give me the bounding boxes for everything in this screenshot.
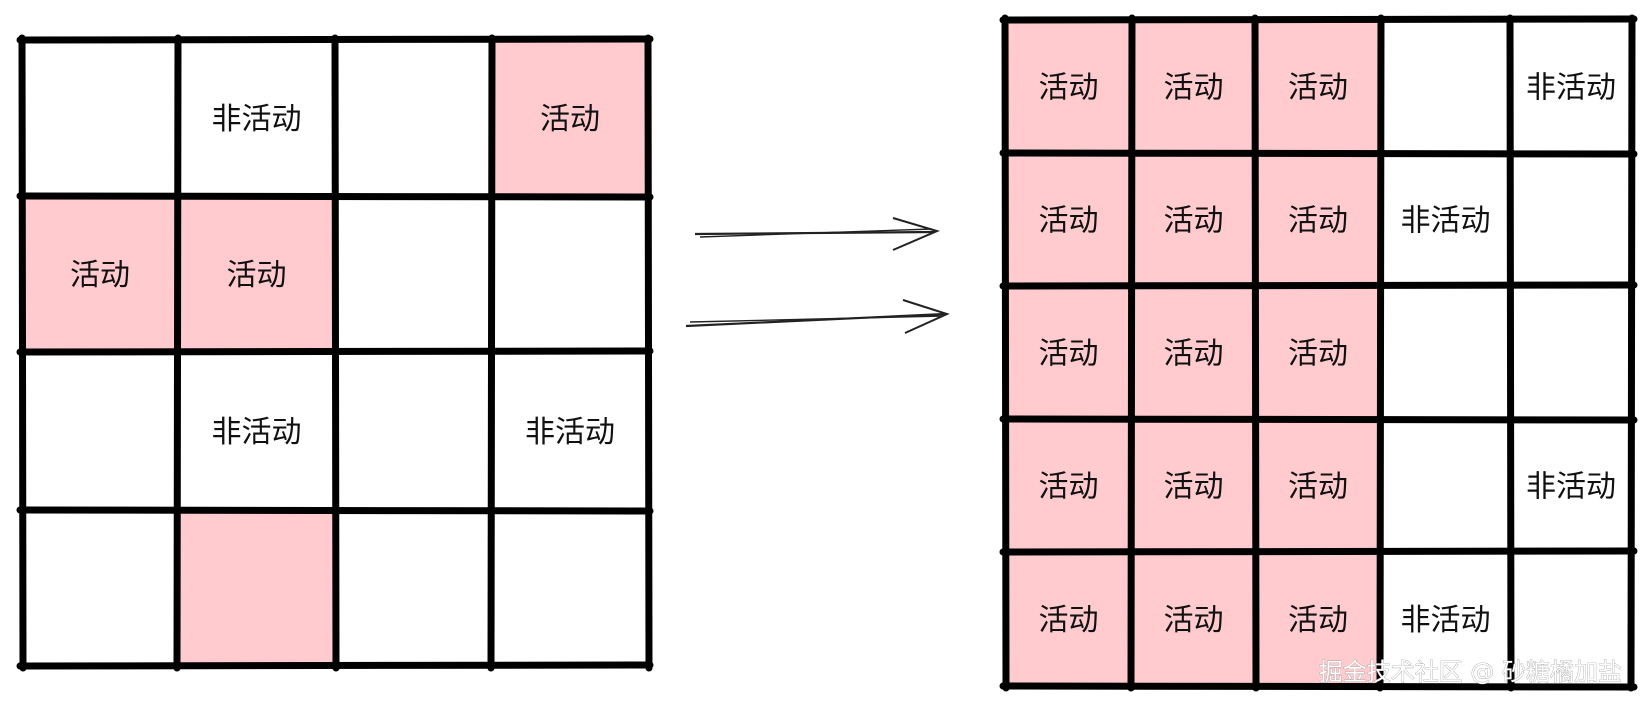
- right-grid-cell-blank: [1381, 419, 1510, 552]
- right-grid-cell-label: 活动: [1288, 337, 1348, 372]
- left-grid-cell-label: 非活动: [525, 415, 615, 450]
- left-grid-grid-line-horizontal: [16, 192, 654, 201]
- right-grid-cell-blank: [1381, 286, 1510, 419]
- right-grid-cell-active: [1005, 419, 1132, 552]
- right-grid-cell-label: 活动: [1039, 470, 1099, 505]
- left-grid: 非活动活动活动活动非活动非活动: [16, 34, 654, 672]
- right-grid-cell-active: [1255, 552, 1381, 686]
- right-grid-cell-label: 非活动: [1526, 71, 1616, 106]
- arrow-upper-shaft-sketch: [699, 228, 933, 238]
- right-grid-grid-line-horizontal: [999, 682, 1638, 691]
- left-grid-cell-label: 非活动: [212, 415, 302, 450]
- left-grid-cell-label: 活动: [227, 258, 287, 293]
- right-grid-cell-active: [1255, 286, 1381, 419]
- left-grid-grid-line-horizontal: [16, 347, 654, 356]
- right-grid-cell-active: [1132, 419, 1255, 552]
- right-grid-cell-active: [1005, 153, 1132, 286]
- right-grid-cell-label: 活动: [1164, 204, 1224, 239]
- left-grid-cell-active: [178, 196, 335, 352]
- left-grid-cell-active: [492, 40, 648, 196]
- right-grid-cell-label: 活动: [1164, 470, 1224, 505]
- right-grid-cell-blank: [1510, 552, 1632, 686]
- left-grid-cell-inactive: [178, 352, 335, 510]
- right-grid-grid-line-vertical: [1506, 14, 1515, 692]
- right-grid-cell-active: [1132, 20, 1255, 153]
- arrows: [685, 217, 950, 334]
- right-grid-cell-blank: [1510, 153, 1632, 286]
- left-grid-cell-inactive: [178, 40, 335, 196]
- right-grid-cell-blank: [1510, 286, 1632, 419]
- right-grid-cell-label: 非活动: [1401, 204, 1491, 239]
- right-grid-cell-label: 非活动: [1401, 603, 1491, 638]
- right-grid-grid-line-vertical: [1627, 14, 1636, 692]
- left-grid-grid-line-horizontal: [16, 506, 654, 515]
- left-grid-cell-label: 非活动: [212, 102, 302, 137]
- left-grid-cell-blank: [22, 510, 178, 666]
- right-grid-cell-active: [1255, 153, 1381, 286]
- right-grid-cell-label: 活动: [1039, 603, 1099, 638]
- right-grid-grid-line-horizontal: [999, 547, 1638, 556]
- right-grid-grid-line-horizontal: [999, 415, 1638, 424]
- right-grid-cell-label: 活动: [1039, 337, 1099, 372]
- right-grid-cell-label: 活动: [1039, 204, 1099, 239]
- right-grid-cell-blank: [1381, 20, 1510, 153]
- right-grid-cell-label: 活动: [1164, 603, 1224, 638]
- right-grid-cell-label: 活动: [1288, 603, 1348, 638]
- right-grid-cell-label: 活动: [1164, 71, 1224, 106]
- arrow-lower-shaft: [685, 312, 946, 328]
- left-grid-cell-blank: [335, 510, 492, 666]
- right-grid-grid-line-horizontal: [999, 15, 1638, 24]
- right-grid-grid-line-horizontal: [999, 149, 1638, 158]
- watermark-text: 掘金技术社区 @ 砂糖橘加盐: [1319, 658, 1622, 686]
- arrow-upper-head: [892, 217, 940, 251]
- right-grid: 活动活动活动非活动活动活动活动非活动活动活动活动活动活动活动非活动活动活动活动非…: [999, 14, 1638, 692]
- right-grid-cell-label: 活动: [1164, 337, 1224, 372]
- right-grid-cell-active: [1255, 20, 1381, 153]
- right-grid-cell-active: [1005, 20, 1132, 153]
- left-grid-cell-blank: [335, 196, 492, 352]
- left-grid-cell-label: 活动: [70, 258, 130, 293]
- right-grid-grid-line-horizontal: [999, 281, 1638, 290]
- left-grid-cell-blank: [22, 352, 178, 510]
- right-grid-cell-label: 活动: [1288, 204, 1348, 239]
- left-grid-cell-active: [22, 196, 178, 352]
- right-grid-grid-line-vertical: [1127, 14, 1136, 692]
- left-grid-cell-inactive: [492, 352, 648, 510]
- left-grid-cell-label: 活动: [540, 102, 600, 137]
- right-grid-cell-label: 非活动: [1526, 470, 1616, 505]
- arrow-upper: [694, 217, 940, 251]
- arrow-lower: [685, 299, 950, 334]
- left-grid-grid-line-horizontal: [16, 35, 654, 44]
- right-grid-grid-line-vertical: [1376, 14, 1385, 692]
- right-grid-cell-active: [1005, 552, 1132, 686]
- right-grid-cell-inactive: [1381, 552, 1510, 686]
- right-grid-cell-inactive: [1510, 20, 1632, 153]
- left-grid-cell-blank: [492, 196, 648, 352]
- left-grid-cell-active: [178, 510, 335, 666]
- right-grid-cell-active: [1132, 153, 1255, 286]
- right-grid-grid-line-vertical: [1251, 14, 1260, 692]
- left-grid-cell-blank: [22, 40, 178, 196]
- right-grid-cell-active: [1132, 552, 1255, 686]
- right-grid-grid-line-vertical: [1001, 14, 1010, 692]
- right-grid-cell-active: [1255, 419, 1381, 552]
- right-grid-cell-inactive: [1381, 153, 1510, 286]
- right-grid-cell-active: [1005, 286, 1132, 419]
- arrow-lower-shaft-sketch: [689, 315, 944, 323]
- right-grid-cell-label: 活动: [1288, 470, 1348, 505]
- right-grid-cell-active: [1132, 286, 1255, 419]
- right-grid-cell-label: 活动: [1288, 71, 1348, 106]
- left-grid-cell-blank: [335, 352, 492, 510]
- left-grid-cell-blank: [335, 40, 492, 196]
- left-grid-grid-line-horizontal: [16, 661, 654, 670]
- right-grid-cell-label: 活动: [1039, 71, 1099, 106]
- left-grid-cell-blank: [492, 510, 648, 666]
- arrow-lower-head: [902, 299, 950, 334]
- right-grid-cell-inactive: [1510, 419, 1632, 552]
